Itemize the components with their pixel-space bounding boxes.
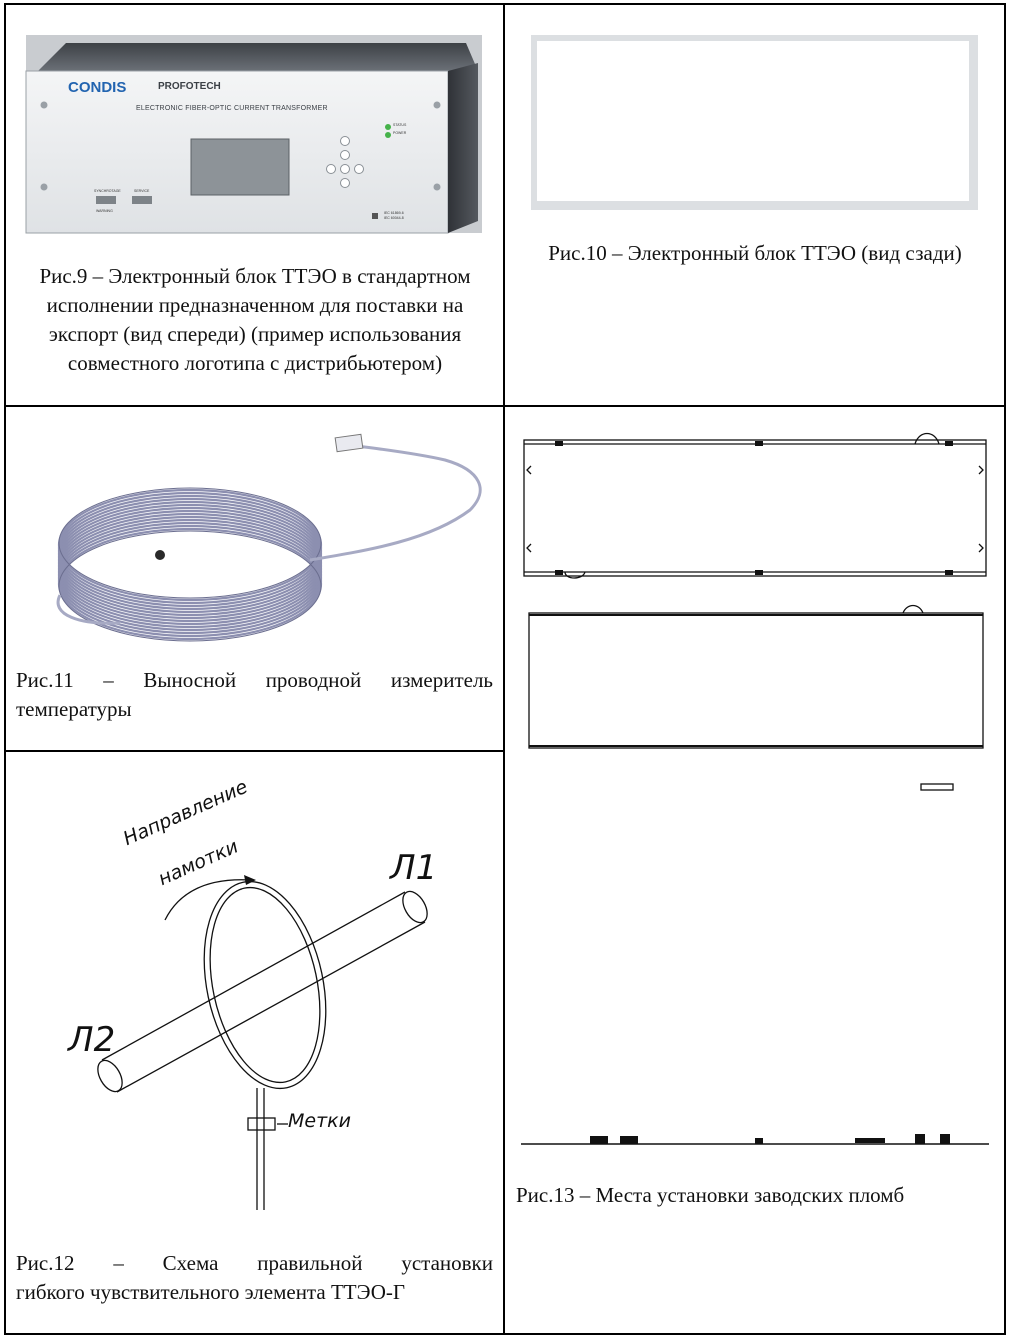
fig9-led-power-label: POWER (393, 131, 407, 135)
fig13-drawing (521, 432, 989, 1145)
table-row-divider-1 (4, 405, 1006, 407)
fig12-scheme (97, 875, 428, 1210)
table-border-right (1004, 3, 1006, 1335)
fig12-caption-line1: Рис.12 – Схема правильной установки (16, 1251, 493, 1275)
fig12-label-marks: Метки (288, 1110, 351, 1132)
fig11-caption-line1: Рис.11 – Выносной проводной измеритель (16, 668, 493, 692)
fig10-device-rear (531, 35, 978, 210)
table-border-left (4, 3, 6, 1335)
fig9-device-title: ELECTRONIC FIBER-OPTIC CURRENT TRANSFORM… (136, 105, 328, 112)
fig12-label-l1: Л1 (390, 848, 438, 888)
table-border-bottom (4, 1333, 1006, 1335)
fig11-sensor-coil (56, 433, 482, 642)
fig9-led-status-label: STATUS (393, 123, 407, 127)
fig9-warning-label: WARNING (96, 209, 113, 213)
fig13-caption: Рис.13 – Места установки заводских пломб (516, 1183, 905, 1207)
fig9-port1-label: SYNCHROTAGE (94, 189, 121, 193)
table-row-divider-2 (4, 750, 504, 752)
fig10-caption: Рис.10 – Электронный блок ТТЭО (вид сзад… (548, 241, 962, 265)
table-border-top (4, 3, 1006, 5)
fig9-iec2-label: IEC 60044-8 (384, 216, 404, 220)
fig9-device-drawing (25, 35, 482, 234)
fig9-caption: Рис.9 – Электронный блок ТТЭО в стандарт… (39, 264, 471, 375)
fig9-iec1-label: IEC 61869-6 (384, 211, 404, 215)
fig12-caption-line2: гибкого чувствительного элемента ТТЭО-Г (16, 1280, 406, 1304)
fig9-brand-condis: CONDIS (68, 79, 127, 96)
fig9-brand-profotech: PROFOTECH (158, 81, 221, 92)
fig11-caption-line2: температуры (16, 697, 132, 721)
table-column-divider (503, 3, 505, 1335)
fig12-label-l2: Л2 (68, 1020, 116, 1060)
fig9-port2-label: SERVICE (134, 189, 150, 193)
fig9-device-front: CONDIS PROFOTECH ELECTRONIC FIBER-OPTIC … (25, 35, 482, 234)
fig10-rear-panel (537, 41, 969, 201)
